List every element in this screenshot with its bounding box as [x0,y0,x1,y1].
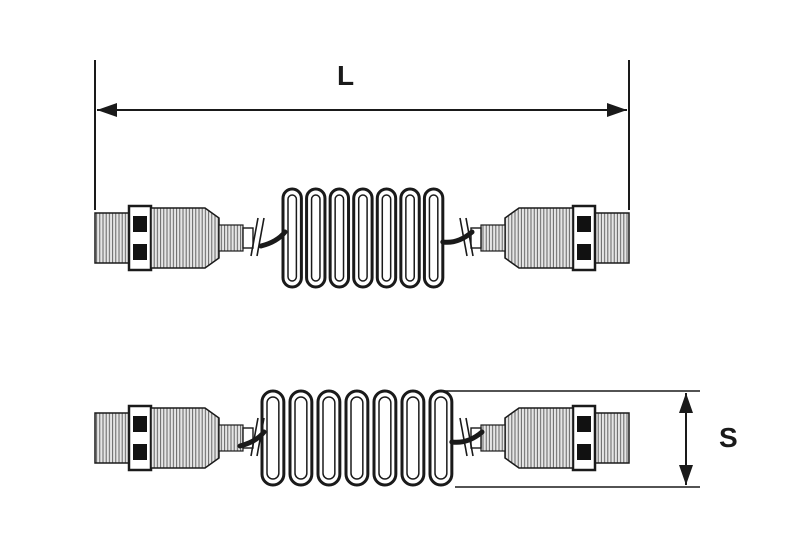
diameter-label: S [719,422,738,453]
right-thread-tip [594,412,630,464]
right-fitting [459,404,630,472]
left-hex-face-top [133,216,147,232]
left-thread-tip [94,212,130,264]
coil-turn [260,389,286,487]
coil-turn [281,187,303,289]
left-hose-tube [242,427,254,449]
coil-turn-inner [294,396,308,480]
right-hex-face-top [577,216,591,232]
left-fitting [94,204,265,272]
left-hose-tube [242,227,254,249]
coil-turn [316,389,342,487]
coil-turn-inner [310,194,321,282]
right-hex-face-bottom [577,244,591,260]
coil-turn [375,187,398,289]
coil-turn [288,389,314,487]
diameter-dimension [440,390,700,488]
coil-turn-inner [287,194,298,282]
coil-turn-inner [322,396,336,480]
coil-turn [328,187,351,289]
right-hex-face-bottom [577,444,591,460]
right-hose-tube [470,227,482,249]
coil [258,187,475,289]
coil-turn-inner [381,194,392,282]
right-hex-nut [571,204,597,272]
coil [237,389,485,487]
left-hex-face-top [133,416,147,432]
left-fitting [94,404,265,472]
coil-turn [399,187,421,289]
right-thread-body [504,207,574,269]
length-dimension [94,60,630,210]
coil-turn [352,187,374,289]
coil-turn-inner [434,396,448,480]
left-hex-nut [127,204,153,272]
left-hose-stem [218,224,244,252]
coil-turn [400,389,426,487]
coil-turn [428,389,454,487]
coil-turn-inner [428,194,439,282]
coil-lead-out [449,429,485,445]
coil-turn-inner [334,194,345,282]
length-label: L [337,60,355,91]
left-thread-body [150,407,220,469]
right-break-mark-b [459,417,468,457]
right-hex-nut [571,404,597,472]
right-hose-stem [480,224,506,252]
left-hex-face-bottom [133,244,147,260]
coil-turn [422,187,445,289]
right-hose-stem [480,424,506,452]
coil-turn-inner [406,396,420,480]
coil-turn-inner [405,194,415,282]
left-break-mark-b [256,217,265,257]
coil-turn [372,389,398,487]
left-hex-face-bottom [133,444,147,460]
right-break-mark-a [465,417,474,457]
coil-lead-in [258,229,288,249]
compressed-hose [94,389,630,487]
coil-turn [344,389,370,487]
right-hex-face-top [577,416,591,432]
coil-turn-inner [266,396,280,480]
right-thread-body [504,407,574,469]
right-fitting [459,204,630,272]
left-thread-tip [94,412,130,464]
right-thread-tip [594,212,630,264]
left-break-mark-a [250,217,259,257]
coil-lead-out [440,229,475,245]
coil-turn-inner [378,396,392,480]
coil-turn [305,187,327,289]
left-thread-body [150,207,220,269]
left-hex-nut [127,404,153,472]
coil-turn-inner [357,194,368,282]
coil-turn-inner [350,396,364,480]
left-break-mark-a [250,417,259,457]
extended-hose [94,187,630,289]
